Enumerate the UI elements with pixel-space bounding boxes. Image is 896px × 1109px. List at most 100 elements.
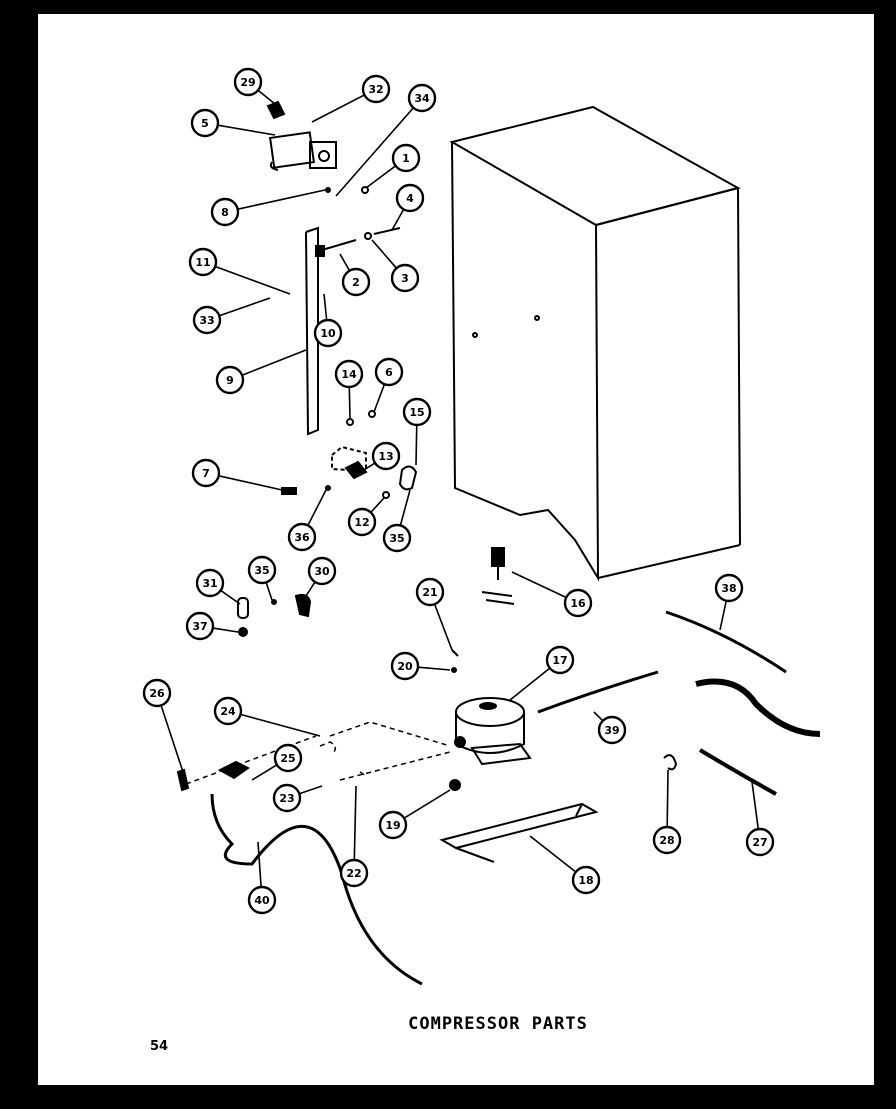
leader-line xyxy=(339,253,351,272)
callout-number-15: 15 xyxy=(409,406,424,419)
callout-circle xyxy=(395,183,425,213)
callout-circle xyxy=(287,522,317,552)
callout-number-20: 20 xyxy=(397,660,413,673)
callout-number-3: 3 xyxy=(401,272,409,285)
callout-number-30: 30 xyxy=(314,565,330,578)
relay-assembly xyxy=(266,100,337,171)
callout-circle xyxy=(652,825,682,855)
leader-line xyxy=(415,424,418,466)
mounting-bracket xyxy=(305,226,319,436)
callout-number-31: 31 xyxy=(202,577,217,590)
leader-line xyxy=(348,386,351,419)
exploded-parts-drawing: 2932345184231133109146151371236353135303… xyxy=(142,67,821,986)
callout-number-40: 40 xyxy=(254,894,270,907)
leader-line xyxy=(666,769,669,828)
callout-circle xyxy=(402,397,432,427)
leader-line xyxy=(214,265,291,295)
leader-line xyxy=(391,208,405,231)
leader-line xyxy=(370,497,385,513)
compressor xyxy=(449,649,532,791)
callout-number-24: 24 xyxy=(220,705,236,718)
callout-circle xyxy=(571,865,601,895)
callout-number-10: 10 xyxy=(320,327,336,340)
callout-circle xyxy=(563,588,593,618)
callout-number-27: 27 xyxy=(752,836,767,849)
callout-number-33: 33 xyxy=(199,314,214,327)
callout-circle xyxy=(361,74,391,104)
callout-number-22: 22 xyxy=(346,867,361,880)
callout-number-13: 13 xyxy=(378,450,393,463)
callout-number-35: 35 xyxy=(254,564,269,577)
leader-line xyxy=(257,841,262,888)
callout-number-11: 11 xyxy=(195,256,210,269)
callout-number-38: 38 xyxy=(721,582,736,595)
leader-line xyxy=(365,165,397,189)
leader-line xyxy=(160,705,184,773)
leader-line xyxy=(237,189,326,210)
callout-circle xyxy=(247,885,277,915)
leader-line xyxy=(217,124,276,136)
diagram-title: COMPRESSOR PARTS xyxy=(408,1014,588,1034)
leader-line xyxy=(373,383,386,413)
callout-circle xyxy=(339,858,369,888)
callout-circle xyxy=(597,715,627,745)
callout-circle xyxy=(391,143,421,173)
leader-line xyxy=(417,666,451,671)
cabinet-outline xyxy=(449,105,741,582)
leader-line xyxy=(323,293,328,321)
callout-number-12: 12 xyxy=(354,516,369,529)
valve-part xyxy=(481,547,515,605)
callout-circle xyxy=(213,696,243,726)
callout-circle xyxy=(215,365,245,395)
callout-circle xyxy=(714,573,744,603)
leader-line xyxy=(305,581,316,597)
callout-number-39: 39 xyxy=(604,724,619,737)
callout-circle xyxy=(195,568,225,598)
leader-line xyxy=(299,785,323,795)
callout-circle xyxy=(307,556,337,586)
callout-circle xyxy=(273,743,303,773)
callout-number-35: 35 xyxy=(389,532,404,545)
leader-line xyxy=(335,107,415,197)
callout-circle xyxy=(191,458,221,488)
callout-number-29: 29 xyxy=(240,76,255,89)
leader-line xyxy=(399,489,411,526)
callout-number-5: 5 xyxy=(201,117,209,130)
leader-line xyxy=(509,667,551,701)
callout-circle xyxy=(415,577,445,607)
leader-line xyxy=(218,475,283,491)
leader-line xyxy=(251,764,278,781)
callout-number-18: 18 xyxy=(578,874,593,887)
callout-number-28: 28 xyxy=(659,834,674,847)
callout-number-32: 32 xyxy=(368,83,383,96)
callout-number-14: 14 xyxy=(341,368,357,381)
callout-number-7: 7 xyxy=(202,467,210,480)
leader-line xyxy=(593,711,604,722)
callout-number-23: 23 xyxy=(279,792,294,805)
callout-number-34: 34 xyxy=(414,92,430,105)
leader-line xyxy=(220,589,241,605)
callout-circle xyxy=(745,827,775,857)
callout-circle xyxy=(192,305,222,335)
callout-number-37: 37 xyxy=(192,620,207,633)
callout-number-19: 19 xyxy=(385,819,400,832)
leader-line xyxy=(511,571,567,599)
leader-line xyxy=(265,582,273,601)
callout-number-36: 36 xyxy=(294,531,310,544)
leader-line xyxy=(240,713,321,737)
callout-number-1: 1 xyxy=(402,152,410,165)
leader-line xyxy=(353,785,357,861)
leader-line xyxy=(529,835,577,873)
callout-number-6: 6 xyxy=(385,366,393,379)
callout-circle xyxy=(341,267,371,297)
wire-harness xyxy=(176,610,821,986)
callout-number-26: 26 xyxy=(149,687,165,700)
callout-circle xyxy=(190,108,220,138)
leader-line xyxy=(719,600,728,631)
leader-line xyxy=(363,462,376,471)
leader-line xyxy=(307,489,327,526)
callout-circle xyxy=(233,67,263,97)
leader-line xyxy=(751,781,760,830)
leader-line xyxy=(241,349,307,376)
